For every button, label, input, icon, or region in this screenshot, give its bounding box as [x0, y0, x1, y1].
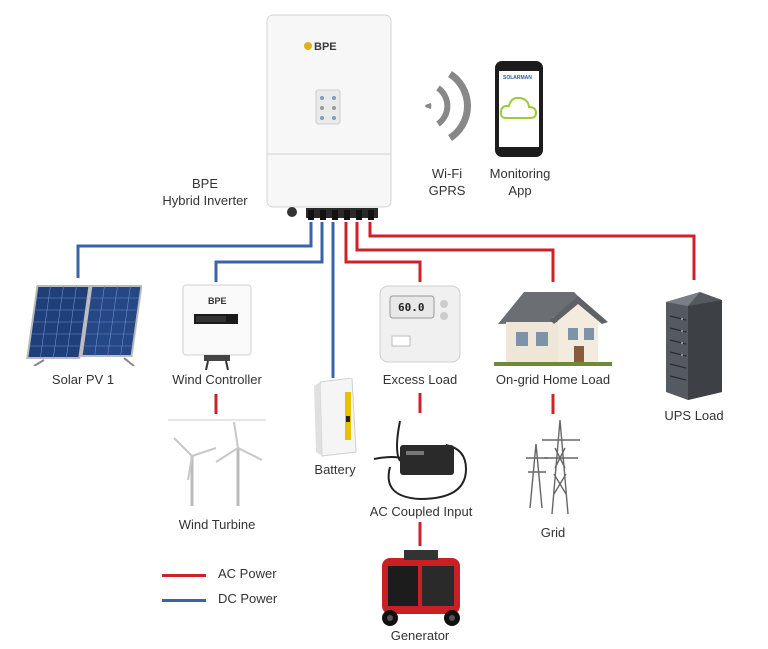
inverter-label-line1: BPE — [191, 176, 218, 191]
ac-line-home-load — [355, 222, 555, 282]
ac-coupled-device — [370, 415, 472, 503]
dc-line-solar — [76, 222, 313, 278]
home-load-label: On-grid Home Load — [495, 372, 611, 387]
wind-controller-label: Wind Controller — [172, 372, 262, 387]
wind-controller-device: BPE — [182, 284, 252, 372]
wireless-label: Wi-Fi GPRS — [422, 165, 472, 199]
inverter-label: BPE Hybrid Inverter — [150, 175, 260, 209]
wireless-label-line2: GPRS — [428, 183, 466, 198]
battery-icon — [312, 377, 358, 458]
ups-load-label: UPS Load — [664, 408, 724, 423]
legend-ac-label: AC Power — [218, 566, 277, 581]
ac-line-excess-load — [344, 222, 422, 282]
excess-load-label: Excess Load — [382, 372, 458, 387]
battery-label: Battery — [314, 462, 356, 477]
legend-ac-swatch — [162, 574, 206, 577]
home-icon — [494, 288, 612, 368]
app-label-line2: App — [508, 183, 532, 198]
inverter-brand-logo: BPE — [314, 41, 337, 53]
app-label-line1: Monitoring — [489, 166, 551, 181]
wifi-icon — [418, 66, 478, 146]
monitoring-app-label: Monitoring App — [482, 165, 558, 199]
inverter-label-line2: Hybrid Inverter — [162, 193, 248, 208]
grid-label: Grid — [540, 525, 566, 540]
ac-coupled-label: AC Coupled Input — [369, 504, 473, 519]
dc-line-wind-controller — [214, 222, 324, 282]
legend: AC Power DC Power — [162, 566, 302, 610]
ac-line-ups — [368, 222, 696, 280]
legend-dc-label: DC Power — [218, 591, 278, 606]
solar-label: Solar PV 1 — [51, 372, 115, 387]
hybrid-inverter: BPE — [266, 14, 392, 220]
excess-load-display: 60.0 — [398, 301, 425, 314]
generator-icon — [374, 548, 468, 628]
wind-controller-brand: BPE — [208, 296, 227, 306]
generator-label: Generator — [390, 628, 450, 643]
app-brand: SOLARMAN — [503, 75, 532, 81]
smartphone-icon: SOLARMAN — [494, 60, 544, 158]
legend-dc-swatch — [162, 599, 206, 602]
grid-tower-icon — [522, 418, 584, 518]
wind-turbine-label: Wind Turbine — [178, 517, 256, 532]
ups-server-icon — [660, 292, 726, 400]
solar-panel-icon — [24, 282, 143, 367]
paw-logo-icon — [304, 42, 312, 50]
wireless-label-line1: Wi-Fi — [431, 166, 463, 181]
excess-load-device: 60.0 — [378, 284, 462, 364]
wind-turbine-icon — [168, 418, 266, 510]
